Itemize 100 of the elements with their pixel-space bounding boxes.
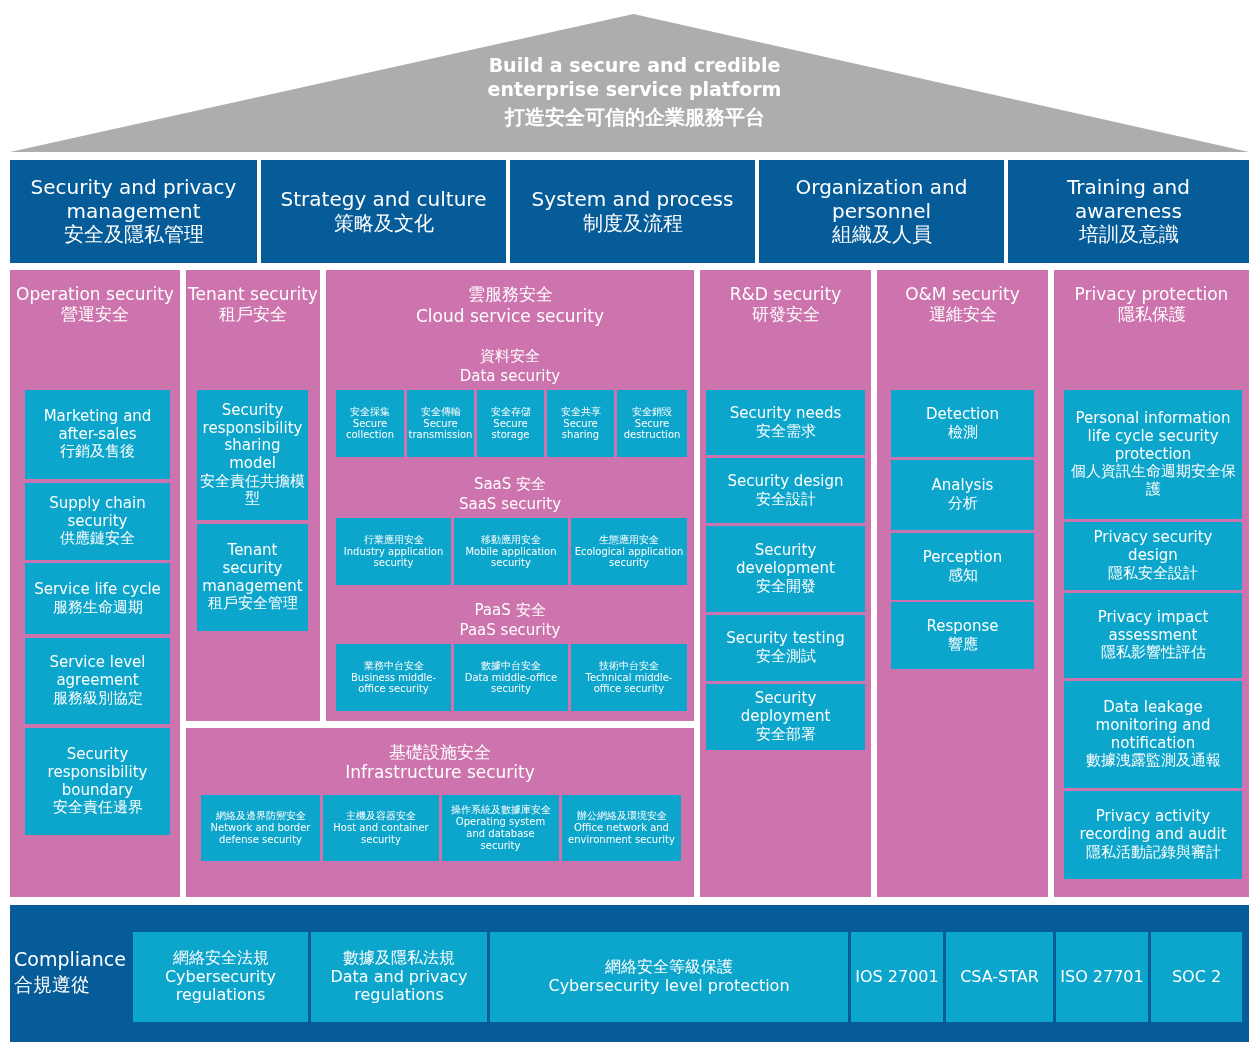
tile-text: 響應: [947, 635, 978, 654]
domain-panel: [10, 270, 180, 897]
tile-text: Response: [926, 617, 999, 636]
tile-text: Ecological application security: [574, 545, 684, 570]
panel-heading: R&D security: [728, 284, 843, 305]
tile-text: 組織及人員: [831, 223, 932, 247]
item-tile: [336, 644, 451, 711]
tile-text: Security needs: [729, 404, 842, 423]
item-tile: [442, 795, 559, 861]
tile-text: Security testing: [726, 630, 845, 648]
item-tile: [617, 390, 687, 457]
tile-text: Tenant security management: [201, 542, 304, 595]
tile-text: Perception: [922, 548, 1003, 567]
item-tile: [197, 390, 308, 520]
item-tile: [891, 533, 1034, 600]
tile-text: 安全及隱私管理: [63, 223, 204, 247]
tile-text: Security development: [735, 542, 836, 578]
tile-text: 隱私影響性評估: [1100, 644, 1206, 663]
tile-text: 行業應用安全: [363, 533, 424, 546]
tile-text: 個人資訊生命週期安全保護: [1069, 463, 1237, 499]
tile-text: Network and border defense security: [209, 822, 312, 846]
section-heading: 資料安全: [479, 348, 541, 366]
item-tile: [891, 460, 1034, 530]
tile-text: 供應鏈安全: [60, 530, 135, 549]
panel-heading: 運維安全: [927, 304, 998, 325]
tile-text: 檢測: [947, 423, 978, 442]
pillar-header: [261, 160, 506, 263]
section-heading: SaaS 安全: [472, 476, 548, 494]
panel-heading: Infrastructure security: [344, 762, 536, 783]
item-tile: [706, 615, 865, 681]
tile-text: Cybersecurity level protection: [548, 977, 790, 996]
tile-text: System and process: [531, 187, 734, 212]
tile-text: 服務生命週期: [52, 598, 143, 617]
tile-text: Service life cycle: [34, 580, 161, 599]
item-tile: [454, 518, 568, 585]
tile-text: 安全責任邊界: [52, 799, 143, 817]
roof-banner: [10, 14, 1249, 152]
tile-text: SOC 2: [1171, 967, 1222, 987]
pillar-header: [759, 160, 1004, 263]
tile-text: Security and privacy management: [29, 176, 238, 224]
tile-text: 安全需求: [755, 422, 816, 441]
tile-text: 制度及流程: [582, 211, 683, 236]
domain-panel: [700, 270, 871, 897]
tile-text: 策略及文化: [333, 211, 434, 236]
tile-text: 安全責任共擔模型: [200, 472, 305, 509]
tile-text: Mobile application security: [464, 545, 558, 570]
tile-text: 租戶安全管理: [207, 595, 298, 613]
section-heading: Data security: [458, 367, 562, 386]
tile-text: Detection: [926, 405, 999, 424]
standard-tile: [1056, 932, 1148, 1022]
domain-panel: [186, 270, 320, 721]
tile-text: 網絡及邊界防禦安全: [215, 810, 306, 823]
tile-text: 安全傳輸: [420, 405, 461, 418]
tile-text: Supply chain security: [48, 494, 147, 530]
tile-text: 生態應用安全: [599, 533, 659, 546]
title-text: 打造安全可信的企業服務平台: [503, 104, 766, 130]
tile-text: 數據中台安全: [481, 659, 541, 672]
item-tile: [25, 728, 170, 835]
tile-text: Secure storage: [490, 417, 531, 442]
item-tile: [336, 518, 451, 585]
domain-panel: [326, 270, 694, 721]
tile-text: Office network and environment security: [567, 822, 676, 846]
item-tile: [706, 458, 865, 523]
tile-text: 移動應用安全: [481, 533, 541, 546]
tile-text: 安全測試: [755, 648, 816, 666]
tile-text: Host and container security: [332, 822, 430, 846]
tile-text: 分析: [947, 495, 978, 513]
tile-text: Organization and personnel: [794, 176, 969, 224]
tile-text: 技術中台安全: [599, 659, 659, 672]
domain-panel: [877, 270, 1048, 897]
pillar-header: [10, 160, 257, 263]
band-heading: 合規遵從: [14, 971, 91, 997]
tile-text: Data and privacy regulations: [329, 967, 469, 1006]
panel-heading: 租戶安全: [218, 304, 288, 325]
panel-heading: 研發安全: [750, 304, 821, 325]
item-tile: [477, 390, 544, 457]
domain-panel: [1054, 270, 1249, 897]
tile-text: Secure collection: [345, 417, 395, 442]
tile-text: Analysis: [931, 477, 994, 495]
tile-text: 安全存儲: [490, 405, 531, 418]
item-tile: [891, 602, 1034, 669]
tile-text: 網絡安全等級保護: [605, 958, 733, 977]
tile-text: IOS 27001: [855, 967, 939, 987]
tile-text: 培訓及意識: [1078, 223, 1179, 247]
tile-text: Operating system and database security: [454, 816, 547, 852]
tile-text: Service level agreement: [48, 654, 147, 690]
item-tile: [25, 563, 170, 634]
tile-text: Security design: [727, 472, 844, 491]
item-tile: [891, 390, 1034, 457]
panel-heading: Tenant security: [187, 284, 319, 305]
tile-text: Secure transmission: [408, 417, 473, 442]
tile-text: 安全採集: [350, 405, 390, 418]
tile-text: Cybersecurity regulations: [163, 967, 278, 1006]
tile-text: Data middle-office security: [463, 671, 559, 696]
domain-panel: [186, 728, 694, 897]
item-tile: [562, 795, 681, 861]
tile-text: 數據洩露監測及通報: [1085, 752, 1221, 770]
panel-heading: 雲服務安全: [466, 284, 554, 305]
tile-text: Data leakage monitoring and notification: [1094, 699, 1212, 752]
item-tile: [547, 390, 614, 457]
